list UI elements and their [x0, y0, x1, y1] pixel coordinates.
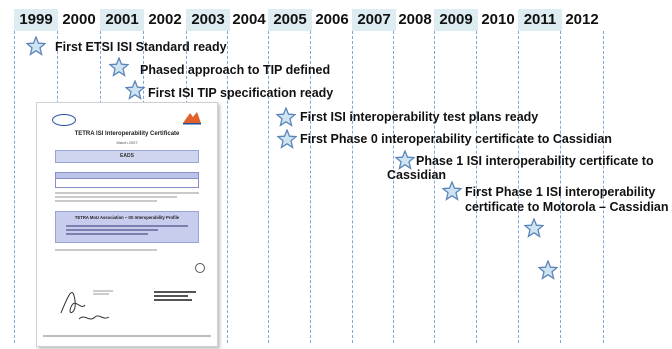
star-icon: [26, 36, 46, 56]
year-label: 2003: [186, 9, 230, 31]
event-label: First Phase 0 interoperability certifica…: [300, 132, 612, 146]
year-gridline: [352, 31, 353, 343]
year-gridline: [393, 31, 394, 343]
certificate-table: [55, 172, 199, 188]
year-gridline: [518, 31, 519, 343]
certificate-footer: [43, 335, 211, 337]
year-label: 2010: [481, 11, 515, 28]
year-label: 2011: [518, 9, 562, 31]
event-label: Phased approach to TIP defined: [140, 63, 331, 77]
event-label: Cassidian: [387, 168, 447, 182]
year-gridline: [14, 31, 15, 343]
year-label: 2012: [565, 11, 599, 28]
year-gridline: [310, 31, 311, 343]
star-icon: [276, 107, 296, 127]
year-gridline: [603, 31, 604, 343]
event-label: certificate to Motorola – Cassidian: [465, 200, 669, 214]
certificate-seal-icon: [195, 263, 205, 273]
event-label: First ISI TIP specification ready: [148, 86, 334, 100]
signature-icon: [60, 290, 113, 320]
star-icon: [538, 260, 558, 280]
certificate-title: TETRA ISI Interoperability Certificate: [74, 131, 180, 137]
star-icon: [524, 218, 544, 238]
certificate-stamp: [154, 291, 196, 305]
year-gridline: [434, 31, 435, 343]
event-label: First Phase 1 ISI interoperability: [465, 185, 656, 199]
year-label: 2001: [100, 9, 144, 31]
year-gridline: [227, 31, 228, 343]
star-icon: [395, 150, 415, 170]
year-label: 2006: [315, 11, 349, 28]
star-icon: [125, 80, 145, 100]
certificate-text-line: [55, 200, 157, 202]
certificate-image: TETRA ISI Interoperability Certificate M…: [36, 102, 218, 347]
certificate-company: EADS: [55, 150, 199, 163]
year-gridline: [268, 31, 269, 343]
certificate-header: TETRA ISI Interoperability Certificate M…: [37, 103, 217, 145]
certificate-profile-heading: TETRA MoU Association – ISI Interoperabi…: [74, 215, 180, 220]
certificate-text-line: [55, 249, 157, 251]
year-label: 2008: [398, 11, 432, 28]
event-label: Phase 1 ISI interoperability certificate…: [416, 154, 654, 168]
year-gridline: [560, 31, 561, 343]
year-label: 2000: [62, 11, 96, 28]
year-label: 1999: [14, 9, 58, 31]
year-label: 2009: [434, 9, 478, 31]
year-label: 2004: [232, 11, 266, 28]
certificate-text-line: [55, 196, 177, 198]
star-icon: [442, 181, 462, 201]
year-gridline: [476, 31, 477, 343]
event-label: First ISI interoperability test plans re…: [300, 110, 539, 124]
year-label: 2005: [268, 9, 312, 31]
tetra-logo-icon: [52, 114, 76, 126]
tetra-mou-logo-icon: [183, 112, 201, 125]
year-label: 2002: [148, 11, 182, 28]
certificate-date: March 2007: [116, 140, 138, 145]
star-icon: [109, 57, 129, 77]
certificate-text-line: [55, 192, 199, 194]
event-label: First ETSI ISI Standard ready: [55, 40, 227, 54]
star-icon: [277, 129, 297, 149]
certificate-profile-box: TETRA MoU Association – ISI Interoperabi…: [55, 211, 199, 243]
year-label: 2007: [352, 9, 396, 31]
